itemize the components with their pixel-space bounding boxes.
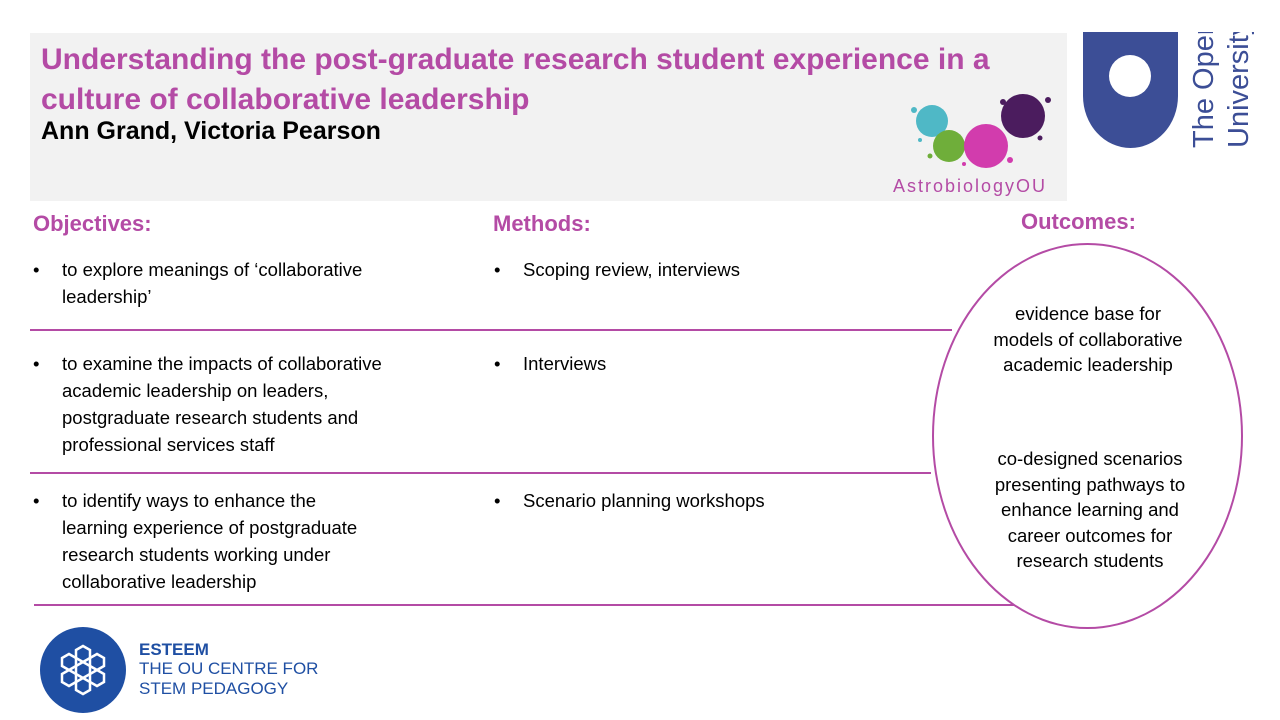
outcomes-ellipse (932, 243, 1243, 629)
astrobiology-logo-text: AstrobiologyOU (893, 176, 1048, 196)
methods-heading: Methods: (493, 211, 591, 236)
method-text: Interviews (523, 353, 607, 374)
esteem-subtitle: THE OU CENTRE FOR STEM PEDAGOGY (139, 659, 318, 699)
objective-line: leadership’ (62, 286, 152, 307)
ou-logo-line2: University (1223, 32, 1255, 148)
outcome-line: research students (1016, 550, 1164, 571)
objectives-heading: Objectives: (33, 211, 152, 236)
outcome-line: career outcomes for (1007, 524, 1173, 546)
outcome-line: enhance learning and (1001, 499, 1179, 520)
objective-line: collaborative leadership (62, 571, 257, 592)
objective-line: to identify ways to enhance the (62, 490, 317, 511)
outcome-item: co-designed scenarios presenting pathway… (960, 446, 1220, 574)
bullet-icon: • (33, 490, 40, 511)
outcome-line: evidence base for (1014, 303, 1162, 324)
ou-logo-line1: The Open (1188, 32, 1220, 148)
bullet-icon: • (494, 259, 501, 280)
objective-line: academic leadership on leaders, (62, 380, 329, 401)
outcome-line: co-designed scenarios (997, 448, 1183, 469)
outcome-item: evidence base for models of collaborativ… (960, 301, 1216, 378)
objective-line: learning experience of postgraduate (62, 517, 358, 538)
authors: Ann Grand, Victoria Pearson (41, 117, 381, 145)
header-panel (30, 33, 1067, 201)
bullet-icon: • (33, 353, 40, 374)
row-divider (30, 472, 931, 474)
objective-line: research students working under (62, 544, 331, 565)
row-divider (34, 604, 1014, 606)
bullet-icon: • (494, 353, 501, 374)
page-title: Understanding the post-graduate research… (41, 43, 990, 116)
ou-shield-icon: The Open University (1083, 19, 1255, 148)
row-divider (30, 329, 952, 331)
method-text: Scenario planning workshops (523, 490, 765, 511)
outcomes-heading: Outcomes: (1021, 209, 1136, 234)
open-university-logo: The Open University (1080, 19, 1260, 152)
objective-line: professional services staff (62, 434, 275, 455)
outcome-line: models of collaborative (993, 328, 1183, 350)
esteem-title: ESTEEM (139, 640, 209, 659)
outcome-line: presenting pathways to (994, 473, 1186, 495)
astrobiology-logo (911, 94, 1051, 168)
esteem-subtitle-line: THE OU CENTRE FOR (139, 659, 319, 678)
esteem-subtitle-line: STEM PEDAGOGY (139, 679, 289, 698)
bullet-icon: • (33, 259, 40, 280)
objective-line: postgraduate research students and (62, 407, 359, 428)
hexagon-cluster-icon (60, 644, 106, 696)
objective-line: to examine the impacts of collaborative (62, 353, 382, 374)
outcome-line: academic leadership (1003, 354, 1173, 375)
objective-line: to explore meanings of ‘collaborative (62, 259, 363, 280)
method-text: Scoping review, interviews (523, 259, 740, 280)
esteem-logo (40, 627, 126, 713)
bullet-icon: • (494, 490, 501, 511)
paint-splat-icon (911, 94, 1051, 168)
